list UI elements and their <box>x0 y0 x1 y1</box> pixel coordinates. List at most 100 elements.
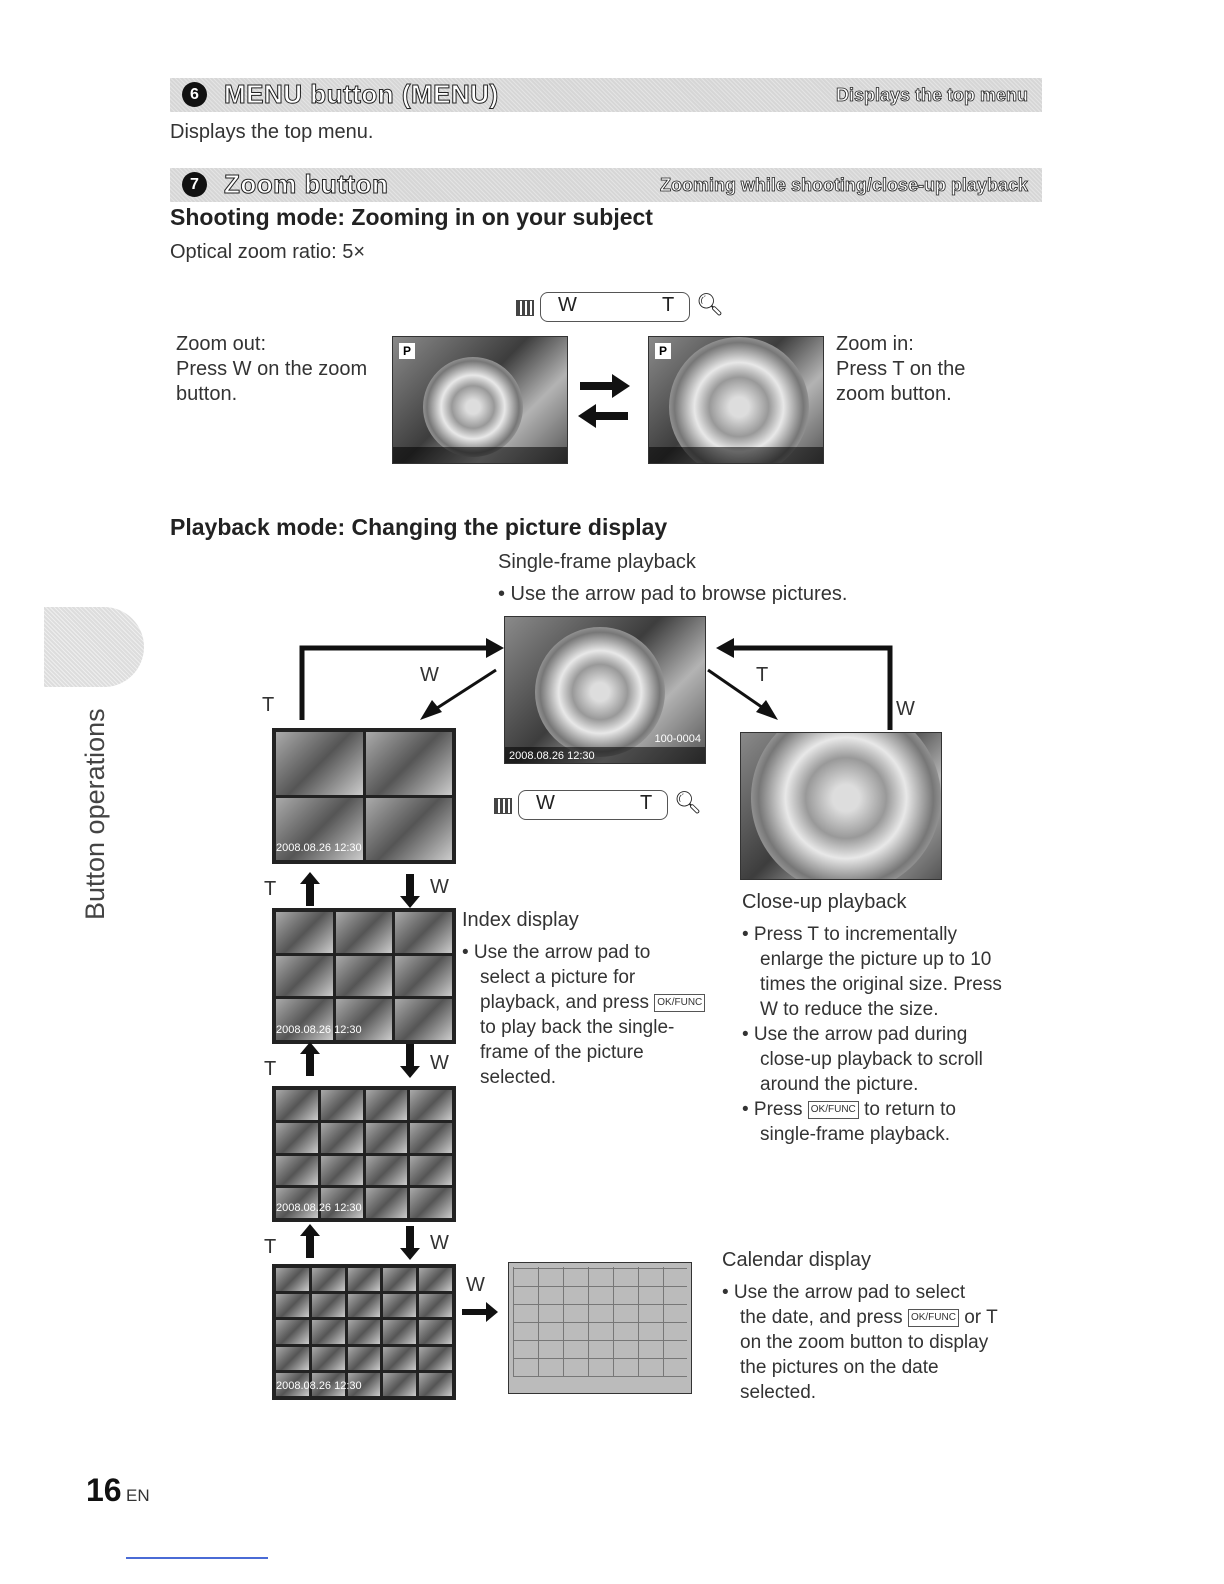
section-number: 6 <box>182 82 207 107</box>
zoom-lever-outline <box>540 292 690 322</box>
arrow-down-icon <box>400 1226 420 1260</box>
subject-image <box>423 357 523 457</box>
file-counter: 100-0004 <box>654 733 702 745</box>
bullet-line: selected. <box>480 1067 557 1088</box>
index-4-thumbnails <box>272 728 456 864</box>
index-display-title: Index display <box>462 909 579 931</box>
magnifier-icon: 🔍︎ <box>696 292 724 317</box>
closeup-photo <box>740 732 942 880</box>
optical-zoom-text: Optical zoom ratio: 5× <box>170 241 366 263</box>
section-title: MENU button (MENU) <box>224 79 499 110</box>
playback-heading: Playback mode: Changing the picture disp… <box>170 514 668 540</box>
page-language: EN <box>126 1486 150 1505</box>
label-t: T <box>262 694 275 716</box>
single-frame-title: Single-frame playback <box>498 551 696 573</box>
shooting-heading: Shooting mode: Zooming in on your subjec… <box>170 204 653 230</box>
arrow-down-icon <box>400 874 420 908</box>
arrow-icon <box>716 638 734 658</box>
index-icon <box>516 300 534 316</box>
index-25-thumbnails <box>272 1264 456 1400</box>
arrow-icon <box>486 638 504 658</box>
bullet-line: enlarge the picture up to 10 <box>760 949 992 970</box>
arrow-down-icon <box>400 1044 420 1078</box>
bullet-line: on the zoom button to display <box>740 1332 989 1353</box>
bullet-line: the pictures on the date <box>740 1357 939 1378</box>
page-number-value: 16 <box>86 1472 122 1508</box>
section-6-description: Displays the top menu. <box>170 121 374 143</box>
magnifier-icon: 🔍︎ <box>674 790 702 815</box>
zoom-out-line: button. <box>176 383 238 405</box>
label-w: W <box>430 1232 449 1254</box>
bullet-line: to play back the single- <box>480 1017 675 1038</box>
label-w: W <box>420 664 439 686</box>
bullet-line: • Press OK/FUNC to return to <box>742 1099 956 1120</box>
ok-func-key-icon: OK/FUNC <box>654 993 706 1012</box>
zoom-in-photo: P <box>648 336 824 464</box>
section-subtitle: Zooming while shooting/close-up playback <box>659 175 1029 196</box>
index-display-bullets: • Use the arrow pad to select a picture … <box>462 940 706 1090</box>
zoom-out-line: Press W on the zoom <box>176 358 368 380</box>
timestamp: 2008.08.26 12:30 <box>276 1202 362 1214</box>
bullet-line: select a picture for <box>480 967 636 988</box>
label-w: W <box>466 1274 485 1296</box>
status-bar <box>649 447 823 463</box>
up-down-arrows <box>300 1042 420 1078</box>
index-9-thumbnails <box>272 908 456 1044</box>
index-icon <box>494 798 512 814</box>
ok-func-key-icon: OK/FUNC <box>907 1308 959 1327</box>
zoom-out-photo: P <box>392 336 568 464</box>
section-title: Zoom button <box>223 169 389 200</box>
zoom-lever-outline <box>518 790 668 820</box>
ok-func-key-icon: OK/FUNC <box>807 1100 859 1119</box>
label-t: T <box>264 1236 277 1258</box>
bullet-line: frame of the picture <box>480 1042 644 1063</box>
timestamp: 2008.08.26 12:30 <box>276 1380 362 1392</box>
label-w: W <box>430 1052 449 1074</box>
zoom-t-label: T <box>640 792 653 814</box>
timestamp: 2008.08.26 12:30 <box>509 750 595 762</box>
zoom-in-text: Zoom in: Press T on the zoom button. <box>836 332 965 407</box>
subject-image <box>669 337 809 463</box>
page-number: 16 EN <box>86 1472 150 1509</box>
zoom-w-label: W <box>536 792 555 814</box>
zoom-lever-diagram: W T 🔍︎ <box>494 790 704 820</box>
bullet-line: • Use the arrow pad to select <box>722 1282 966 1303</box>
zoom-in-line: zoom button. <box>836 383 952 405</box>
index-16-thumbnails <box>272 1086 456 1222</box>
up-down-arrows <box>300 872 420 908</box>
bullet-line: single-frame playback. <box>760 1124 951 1145</box>
section-7-header: 7 Zoom button Zooming while shooting/clo… <box>170 168 1042 202</box>
bullet-line: times the original size. Press <box>760 974 1002 995</box>
calendar-title: Calendar display <box>722 1249 871 1271</box>
timestamp: 2008.08.26 12:30 <box>276 842 362 854</box>
side-tab <box>44 607 144 687</box>
bullet-line: • Use the arrow pad to <box>462 942 651 963</box>
single-frame-bullet: • Use the arrow pad to browse pictures. <box>498 583 848 605</box>
rose-image <box>535 627 665 757</box>
timestamp: 2008.08.26 12:30 <box>276 1024 362 1036</box>
arrow-icon <box>420 700 442 720</box>
status-bar <box>505 747 705 763</box>
zoom-arrows <box>578 374 630 428</box>
program-mode-badge: P <box>655 343 671 359</box>
label-w: W <box>430 876 449 898</box>
sidebar-label: Button operations <box>80 708 110 920</box>
section-number: 7 <box>182 172 207 197</box>
bullet-line: close-up playback to scroll <box>760 1049 983 1070</box>
status-bar <box>393 447 567 463</box>
zoom-w-label: W <box>558 294 577 316</box>
label-t: T <box>756 664 769 686</box>
bullet-line: • Press T to incrementally <box>742 924 958 945</box>
section-6-header: 6 MENU button (MENU) Displays the top me… <box>170 78 1042 112</box>
bullet-line: around the picture. <box>760 1074 919 1095</box>
program-mode-badge: P <box>399 343 415 359</box>
calendar-grid <box>513 1267 687 1377</box>
rose-closeup-image <box>751 733 941 879</box>
zoom-out-text: Zoom out: Press W on the zoom button. <box>176 332 367 407</box>
bullet-line: • Use the arrow pad during <box>742 1024 968 1045</box>
bullet-line: the date, and press OK/FUNC or T <box>740 1307 998 1328</box>
calendar-bullets: • Use the arrow pad to select the date, … <box>722 1280 998 1405</box>
footer-line <box>126 1557 268 1559</box>
bullet-line: selected. <box>740 1382 817 1403</box>
closeup-title: Close-up playback <box>742 891 907 913</box>
